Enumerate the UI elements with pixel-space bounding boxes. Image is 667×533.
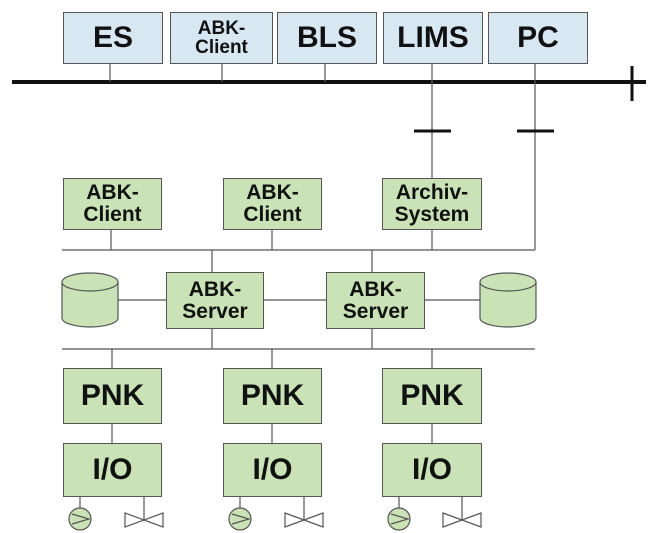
top-connectors [109,63,536,82]
field-devices [68,497,482,531]
pnk-2-label: PNK [240,379,305,412]
abk-client-top-box: ABK- Client [170,12,273,64]
archiv-system-label: Archiv- System [394,181,470,226]
lims-box: LIMS [383,12,483,64]
abk-client-1-box: ABK- Client [63,178,162,230]
io-1-box: I/O [63,443,162,497]
isolator-drops [414,82,554,250]
abk-client-1-label: ABK- Client [83,181,142,226]
client-connectors [110,229,433,272]
abk-client-2-box: ABK- Client [223,178,322,230]
valve-icon [124,512,164,528]
abk-client-2-label: ABK- Client [243,181,302,226]
lims-label: LIMS [397,21,469,54]
abk-server-1-label: ABK- Server [182,277,248,323]
database-icon [61,272,119,328]
pnk-1-box: PNK [63,368,162,424]
pnk-3-box: PNK [382,368,482,424]
pnk-2-box: PNK [223,368,322,424]
pnk-connectors [111,349,433,443]
database-icon [479,272,537,328]
valve-icon [442,512,482,528]
abk-client-top-label: ABK- Client [195,18,248,58]
pump-arrow [71,513,92,525]
abk-server-2-label: ABK- Server [342,277,409,323]
io-1-label: I/O [92,453,133,486]
pc-label: PC [517,21,559,54]
es-box: ES [63,12,163,64]
pnk-3-label: PNK [400,379,464,412]
archiv-system-box: Archiv- System [382,178,482,230]
io-3-label: I/O [411,453,452,486]
io-2-box: I/O [223,443,322,497]
io-3-box: I/O [382,443,482,497]
pump-arrow [231,513,252,525]
es-label: ES [92,21,134,54]
abk-server-2-box: ABK- Server [326,272,425,329]
abk-server-1-box: ABK- Server [166,272,264,329]
valve-icon [284,512,324,528]
bls-label: BLS [297,21,357,54]
server-links [118,299,480,349]
pnk-1-label: PNK [80,379,145,412]
pump-arrow [390,513,411,525]
bls-box: BLS [277,12,377,64]
io-2-label: I/O [252,453,293,486]
pc-box: PC [488,12,588,64]
